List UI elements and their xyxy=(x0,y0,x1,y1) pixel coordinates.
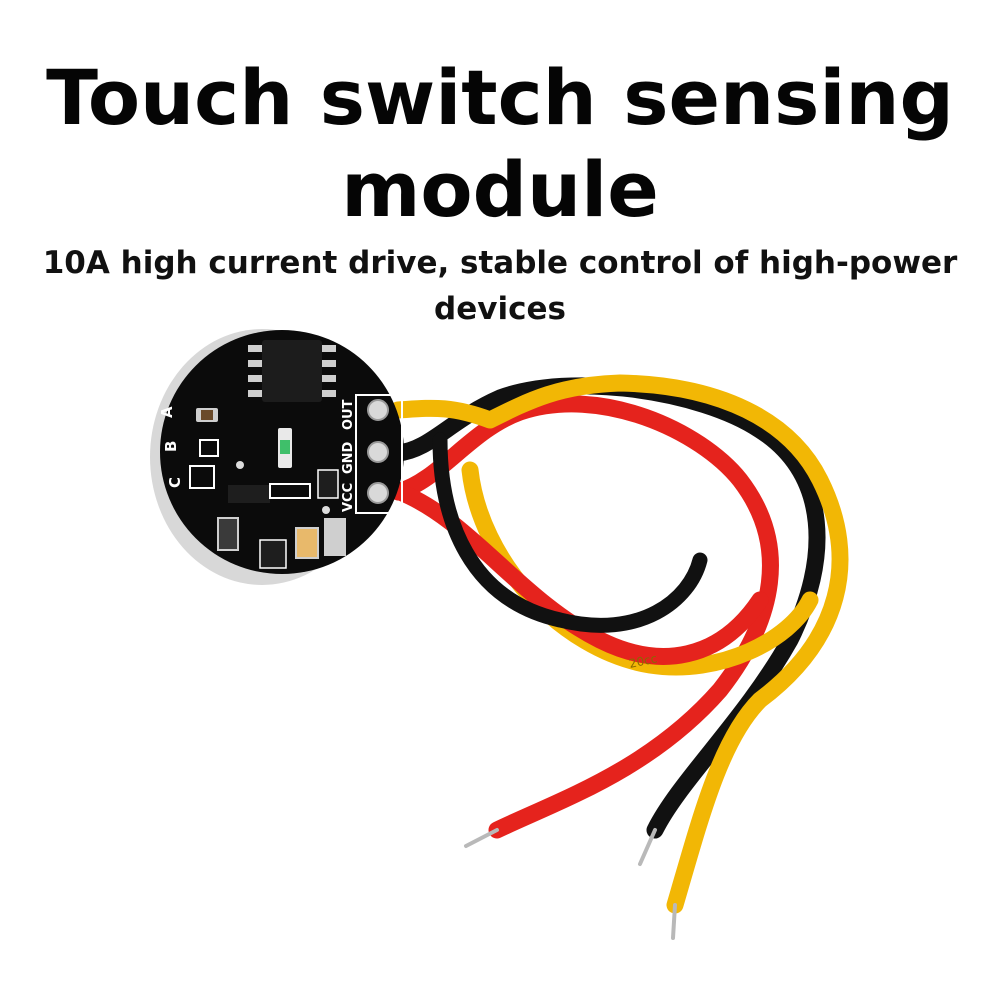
header-outline xyxy=(355,394,403,514)
headline: Touch switch sensing module xyxy=(0,52,1000,236)
jumper-label-a: A xyxy=(158,406,176,418)
pin-label-vcc: VCC xyxy=(341,483,356,512)
subheadline: 10A high current drive, stable control o… xyxy=(40,240,960,332)
yellow-wire xyxy=(389,374,849,914)
headline-line-1: Touch switch sensing xyxy=(46,53,954,142)
subheadline-line-1: 10A high current drive, stable control o… xyxy=(42,245,958,281)
headline-line-2: module xyxy=(341,145,659,234)
ic-chip xyxy=(262,340,322,402)
header-pins xyxy=(367,399,389,504)
red-wire-tip xyxy=(464,828,499,848)
black-wire-tip xyxy=(638,828,657,866)
yellow-wire-tip xyxy=(671,903,677,940)
jumper-label-c: C xyxy=(166,477,184,488)
jumper-label-b: B xyxy=(162,441,180,452)
subheadline-line-2: devices xyxy=(434,291,566,327)
wire-print: 20cc xyxy=(628,651,659,671)
pcb-board: A B C OUT GND VCC xyxy=(150,329,404,585)
yellow-wire-loop xyxy=(461,461,819,676)
wire-bundle xyxy=(389,374,849,914)
wire-tips xyxy=(464,828,677,940)
black-wire-loop xyxy=(432,432,708,633)
smd-components xyxy=(189,408,346,569)
led-lens xyxy=(280,440,290,454)
pin-label-out: OUT xyxy=(341,399,356,430)
pin-label-gnd: GND xyxy=(341,441,356,474)
ic-pins xyxy=(248,345,336,397)
